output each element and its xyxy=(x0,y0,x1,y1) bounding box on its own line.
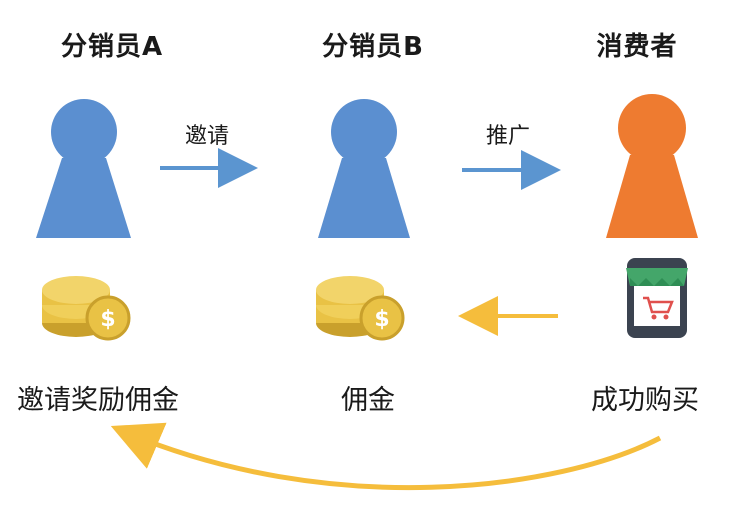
svg-text:$: $ xyxy=(374,307,389,332)
invite-reward-arrow xyxy=(110,422,662,491)
svg-text:$: $ xyxy=(100,307,115,332)
person-icon-distributor-b xyxy=(318,99,410,238)
coin-stack-icon: $ xyxy=(42,276,131,341)
role-title-distributor-a: 分销员A xyxy=(60,32,164,62)
person-icon-consumer xyxy=(606,94,698,238)
person-icon-distributor-a xyxy=(36,99,131,238)
coin-stack-icon: $ xyxy=(316,276,405,341)
mobile-shop-icon xyxy=(626,258,688,338)
invite-label: 邀请 xyxy=(184,124,230,149)
promote-label: 推广 xyxy=(485,124,531,149)
role-title-consumer: 消费者 xyxy=(596,32,678,62)
commission-label: 佣金 xyxy=(341,385,395,416)
role-title-distributor-b: 分销员B xyxy=(322,32,424,62)
purchase-label: 成功购买 xyxy=(591,385,699,416)
invite-reward-label: 邀请奖励佣金 xyxy=(17,385,179,416)
